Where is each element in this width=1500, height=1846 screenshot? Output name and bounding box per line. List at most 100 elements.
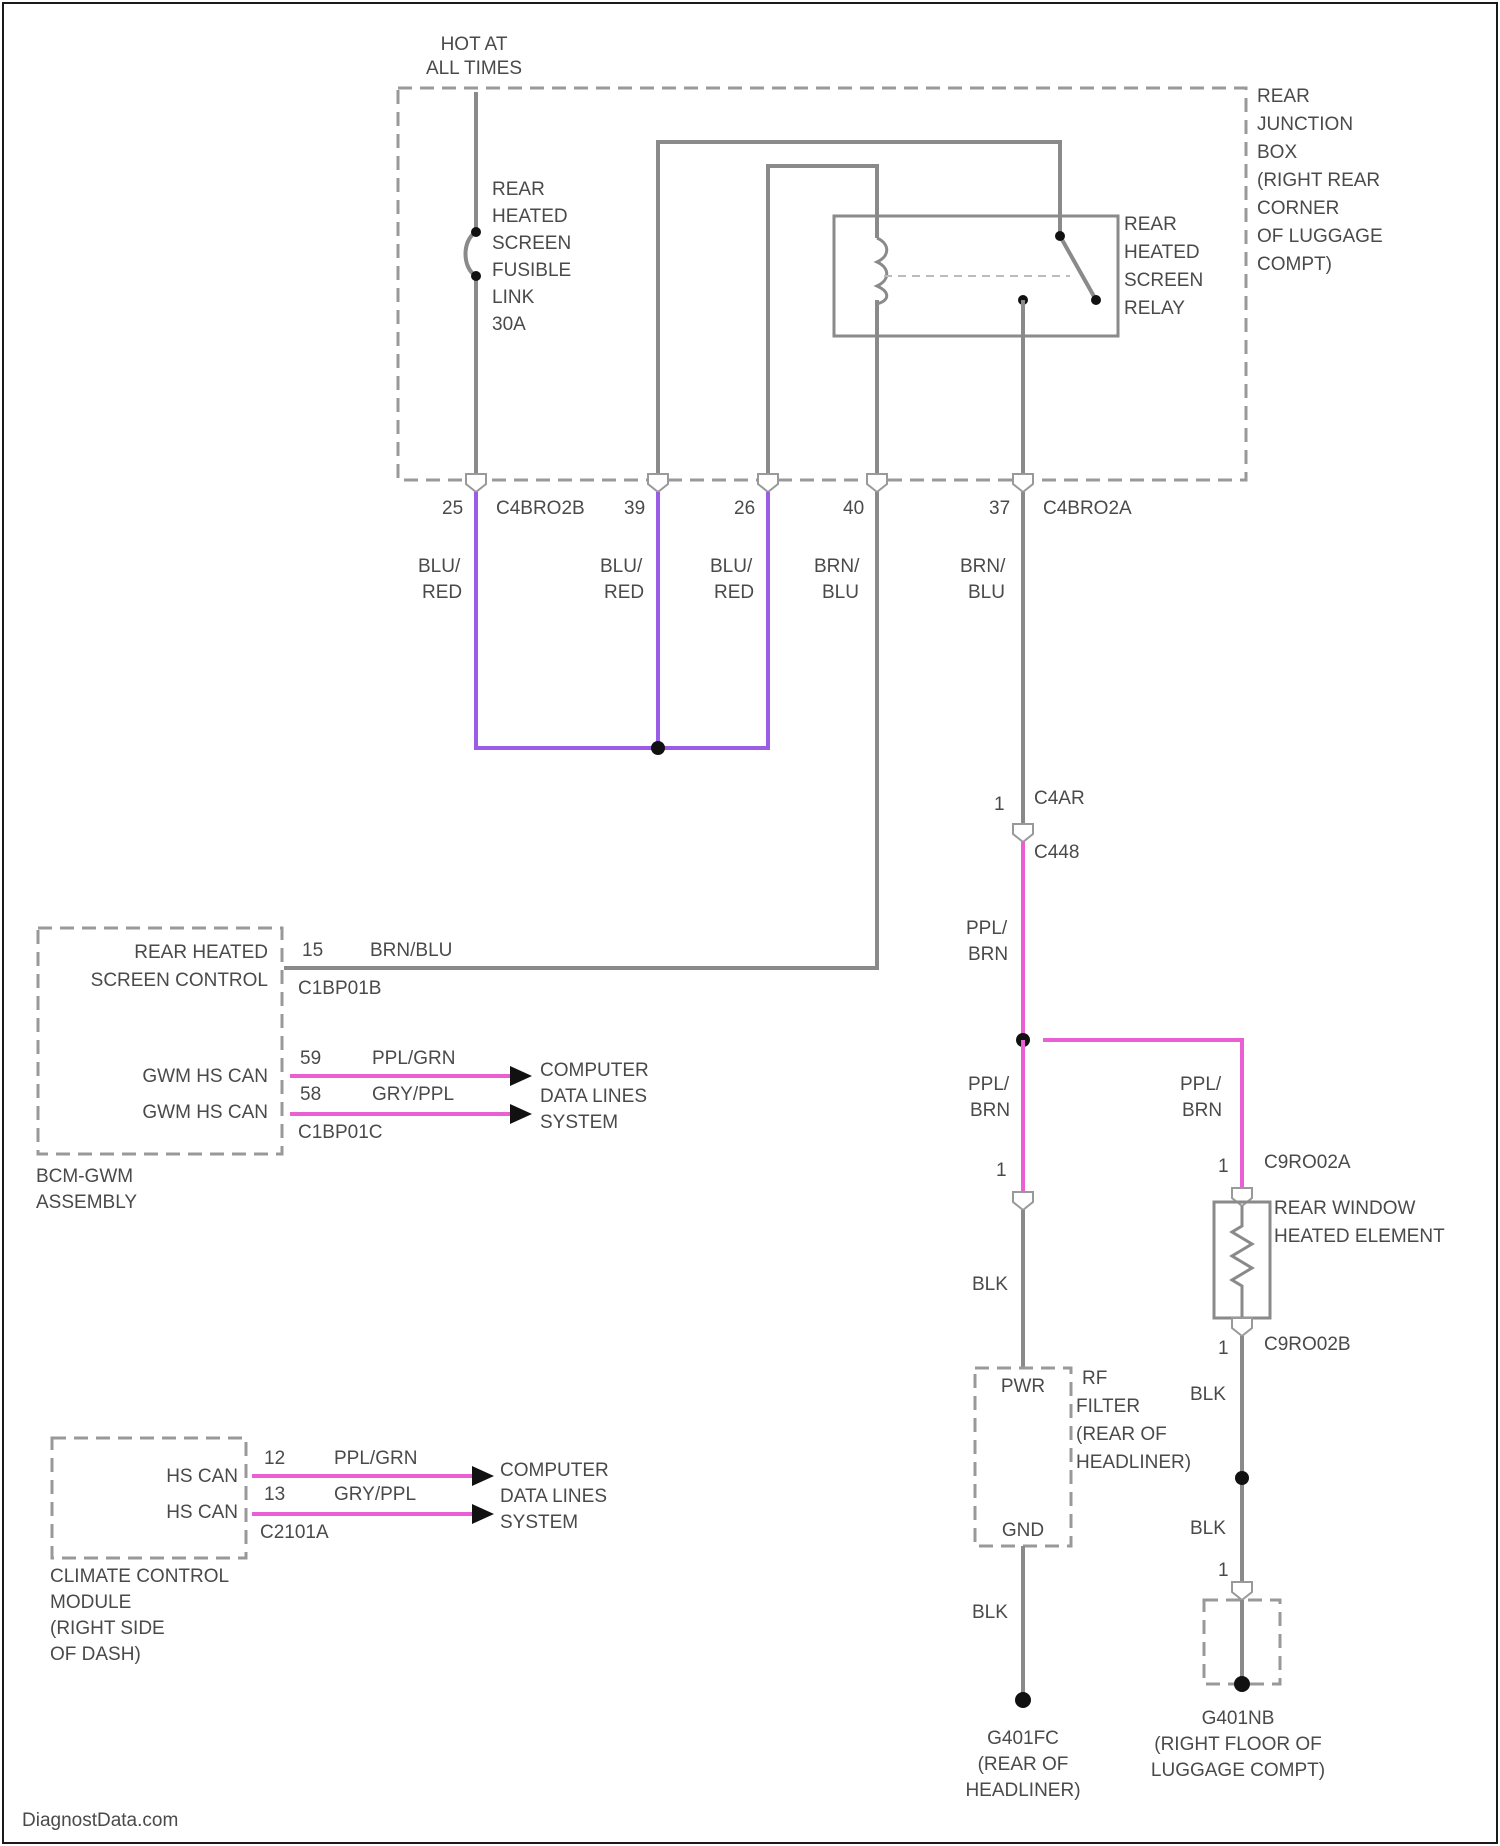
connector-pin-25	[466, 474, 486, 492]
hot-at-label-2: ALL TIMES	[426, 58, 522, 79]
bcm-name-line: ASSEMBLY	[36, 1192, 137, 1213]
connector-pin-26	[758, 474, 778, 492]
fusible-link-label: REAR HEATED SCREEN FUSIBLE LINK 30A	[492, 179, 571, 335]
bcm-signal-label: SCREEN CONTROL	[91, 970, 268, 991]
ground-label-line: G401FC	[987, 1728, 1059, 1749]
bcm-can-hi-label: GWM HS CAN	[142, 1066, 268, 1087]
connector-c2101a-label: C2101A	[260, 1522, 329, 1543]
watermark-text: DiagnostData.com	[22, 1810, 178, 1831]
fusible-link-node-bottom	[471, 271, 481, 281]
jbox-label-line: CORNER	[1257, 198, 1339, 219]
fusible-link-element	[466, 232, 477, 276]
ground-label-line: HEADLINER)	[965, 1780, 1080, 1801]
climate-pin-12-label: 12	[264, 1448, 285, 1469]
relay-coil-icon	[877, 238, 887, 304]
relay-label-line: REAR	[1124, 214, 1177, 235]
relay-switch-contact	[1060, 236, 1096, 300]
heater-element-icon	[1232, 1206, 1252, 1318]
ground-label-line: LUGGAGE COMPT)	[1151, 1760, 1325, 1781]
bcm-name-line: BCM-GWM	[36, 1166, 133, 1187]
rear-window-heater-label: REAR WINDOW HEATED ELEMENT	[1274, 1198, 1445, 1247]
ground-g401fc-label: G401FC (REAR OF HEADLINER)	[965, 1728, 1080, 1801]
connector-c1bp01b-label: C1BP01B	[298, 978, 381, 999]
heater-connector-bottom-pin	[1232, 1318, 1252, 1336]
rf-filter-label-line: RF	[1082, 1368, 1107, 1389]
fusible-label-line: LINK	[492, 287, 535, 308]
fusible-label-line: HEATED	[492, 206, 568, 227]
wire-color-label: BRN	[1182, 1100, 1222, 1121]
heater-label-line: HEATED ELEMENT	[1274, 1226, 1445, 1247]
relay-label-line: SCREEN	[1124, 270, 1203, 291]
connector-pin-39	[648, 474, 668, 492]
relay-label: REAR HEATED SCREEN RELAY	[1124, 214, 1203, 319]
climate-can-lo-arrow-icon	[472, 1504, 494, 1524]
wire-color-label: BRN/	[960, 556, 1006, 577]
climate-module-outline	[52, 1438, 246, 1558]
rf-filter-label-line: FILTER	[1076, 1396, 1140, 1417]
pin-37-label: 37	[989, 498, 1010, 519]
wire-color-label: BLK	[1190, 1384, 1226, 1405]
wire-color-label: PPL/	[968, 1074, 1010, 1095]
wire-color-label: RED	[604, 582, 644, 603]
connector-c4ar-pin	[1013, 824, 1033, 842]
fusible-label-line: SCREEN	[492, 233, 571, 254]
connector-pin-40	[867, 474, 887, 492]
jbox-label-line: REAR	[1257, 86, 1310, 107]
jbox-label-line: (RIGHT REAR	[1257, 170, 1380, 191]
fusible-label-line: REAR	[492, 179, 545, 200]
bcm-wire-59-label: PPL/GRN	[372, 1048, 455, 1069]
climate-wire-12-label: PPL/GRN	[334, 1448, 417, 1469]
climate-can-hi-arrow-icon	[472, 1466, 494, 1486]
climate-pin-13-label: 13	[264, 1484, 285, 1505]
climate-name-line: (RIGHT SIDE	[50, 1618, 165, 1639]
jbox-label-line: BOX	[1257, 142, 1297, 163]
bcm-name-label: BCM-GWM ASSEMBLY	[36, 1166, 137, 1213]
connector-c4broo2a-label: C4BRO2A	[1043, 498, 1132, 519]
wire-color-label: PPL/	[966, 918, 1008, 939]
connector-c1bp01c-label: C1BP01C	[298, 1122, 383, 1143]
bcm-dest-line: COMPUTER	[540, 1060, 649, 1081]
relay-label-line: RELAY	[1124, 298, 1185, 319]
bcm-signal-label: REAR HEATED	[134, 942, 268, 963]
wire-color-label: BLU/	[710, 556, 753, 577]
relay-switch-feed-wire	[658, 142, 1060, 480]
relay-coil-feed-wire	[768, 166, 877, 480]
bcm-can-hi-arrow-icon	[510, 1066, 532, 1086]
jbox-label-line: COMPT)	[1257, 254, 1332, 275]
ground-label-line: (REAR OF	[978, 1754, 1069, 1775]
splice-blu-red	[651, 741, 665, 755]
connector-c4broo2b-label: C4BRO2B	[496, 498, 585, 519]
c4ar-pin-label: 1	[994, 794, 1005, 815]
hot-at-label-1: HOT AT	[441, 34, 508, 55]
pin-26-label: 26	[734, 498, 755, 519]
ground-label-line: G401NB	[1202, 1708, 1275, 1729]
climate-destination-label: COMPUTER DATA LINES SYSTEM	[500, 1460, 609, 1533]
wire-color-label: BLK	[972, 1602, 1008, 1623]
connector-c9r002a-label: C9RO02A	[1264, 1152, 1351, 1173]
relay-switch-contact-point	[1091, 295, 1101, 305]
relay-label-line: HEATED	[1124, 242, 1200, 263]
climate-can-lo-label: HS CAN	[166, 1502, 238, 1523]
wire-color-label: RED	[714, 582, 754, 603]
heater-label-line: REAR WINDOW	[1274, 1198, 1416, 1219]
climate-name-line: MODULE	[50, 1592, 131, 1613]
bcm-wire-15-label: BRN/BLU	[370, 940, 452, 961]
ground-g401fc-icon	[1015, 1692, 1031, 1708]
wire-color-label: PPL/	[1180, 1074, 1222, 1095]
wire-color-label: RED	[422, 582, 462, 603]
jbox-label-line: OF LUGGAGE	[1257, 226, 1383, 247]
climate-wire-13-label: GRY/PPL	[334, 1484, 416, 1505]
climate-can-hi-label: HS CAN	[166, 1466, 238, 1487]
wire-color-label: BLU/	[600, 556, 643, 577]
bcm-wire-58-label: GRY/PPL	[372, 1084, 454, 1105]
climate-dest-line: COMPUTER	[500, 1460, 609, 1481]
bcm-pin-58-label: 58	[300, 1084, 321, 1105]
rf-filter-label-line: (REAR OF	[1076, 1424, 1167, 1445]
connector-c9r002b-label: C9RO02B	[1264, 1334, 1351, 1355]
splice-heater-ground	[1235, 1471, 1249, 1485]
climate-name-line: OF DASH)	[50, 1644, 141, 1665]
climate-dest-line: SYSTEM	[500, 1512, 578, 1533]
c4ar-bottom-label: C448	[1034, 842, 1079, 863]
heater-top-pin-label: 1	[1218, 1156, 1229, 1177]
